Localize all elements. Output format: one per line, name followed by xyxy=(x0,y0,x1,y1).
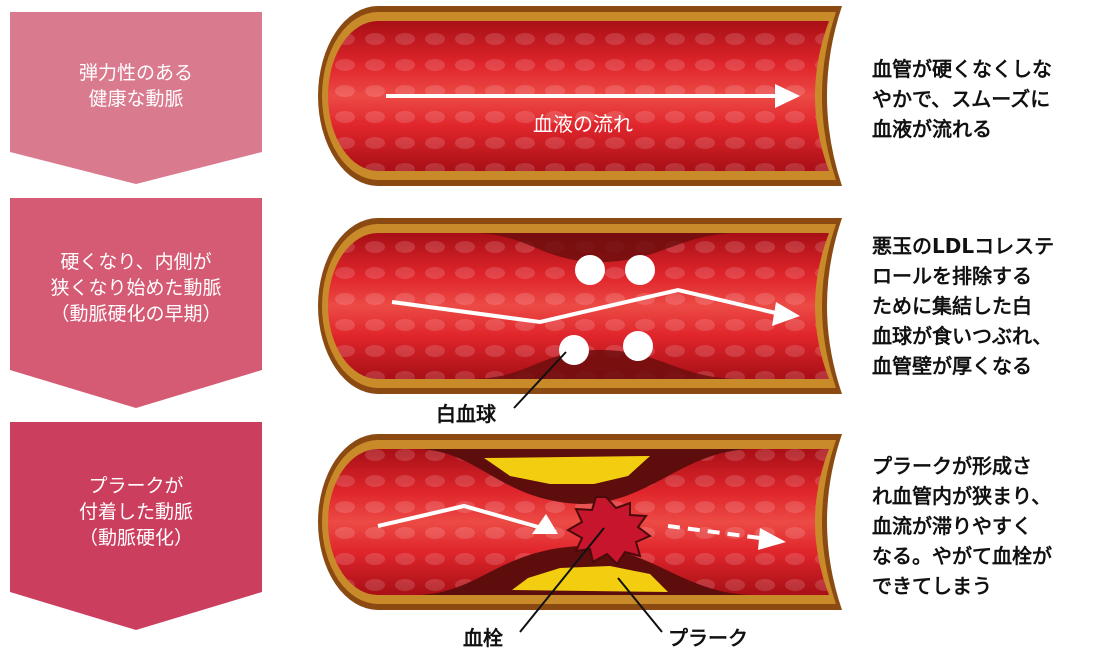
blood-flow-arrow-blocked xyxy=(377,503,786,550)
description-line: 血管壁が厚くなる xyxy=(872,354,1032,378)
stage-arrow-2 xyxy=(10,198,262,408)
description-line: やかで、スムーズに xyxy=(872,87,1051,111)
description-line: できてしまう xyxy=(872,574,992,598)
stage-arrow-3 xyxy=(10,422,262,630)
description-line: ロールを排除する xyxy=(872,264,1032,288)
stage-description-3: プラークが形成さ れ血管内が狭まり、 血流が滞りやすく なる。やがて血栓が でき… xyxy=(872,451,1098,601)
stage-description-2: 悪玉のLDLコレステ ロールを排除する ために集結した白 血球が食いつぶれ、 血… xyxy=(872,231,1098,381)
cholesterol-plaque xyxy=(484,456,668,592)
stage-description-1: 血管が硬くなくしな やかで、スムーズに 血液が流れる xyxy=(872,54,1098,144)
description-line: 血液が流れる xyxy=(872,117,992,141)
description-line: プラークが形成さ xyxy=(872,454,1032,478)
description-line: 悪玉のLDLコレステ xyxy=(872,234,1055,258)
plaque-leader xyxy=(617,577,663,633)
early-arteriosclerosis-artery xyxy=(318,218,842,394)
description-line: ために集結した白 xyxy=(872,294,1032,318)
thrombus-callout: 血栓 xyxy=(463,626,503,650)
blood-flow-arrow-zigzag xyxy=(391,287,800,326)
description-line: 血球が食いつぶれ、 xyxy=(872,324,1053,348)
description-line: 血管が硬くなくしな xyxy=(872,57,1052,81)
plaque-callout: プラーク xyxy=(668,626,748,650)
thrombus-leader xyxy=(519,527,605,633)
white-blood-cell-leader xyxy=(513,351,567,409)
blood-flow-arrow xyxy=(386,84,800,108)
description-line: なる。やがて血栓が xyxy=(872,544,1052,568)
description-line: れ血管内が狭まり、 xyxy=(872,484,1052,508)
blood-flow-label: 血液の流れ xyxy=(533,112,633,136)
description-line: 血流が滞りやすく xyxy=(872,514,1032,538)
white-blood-cell-callout: 白血球 xyxy=(436,402,496,426)
stage-arrow-1 xyxy=(10,12,262,184)
white-blood-cells xyxy=(559,255,655,365)
